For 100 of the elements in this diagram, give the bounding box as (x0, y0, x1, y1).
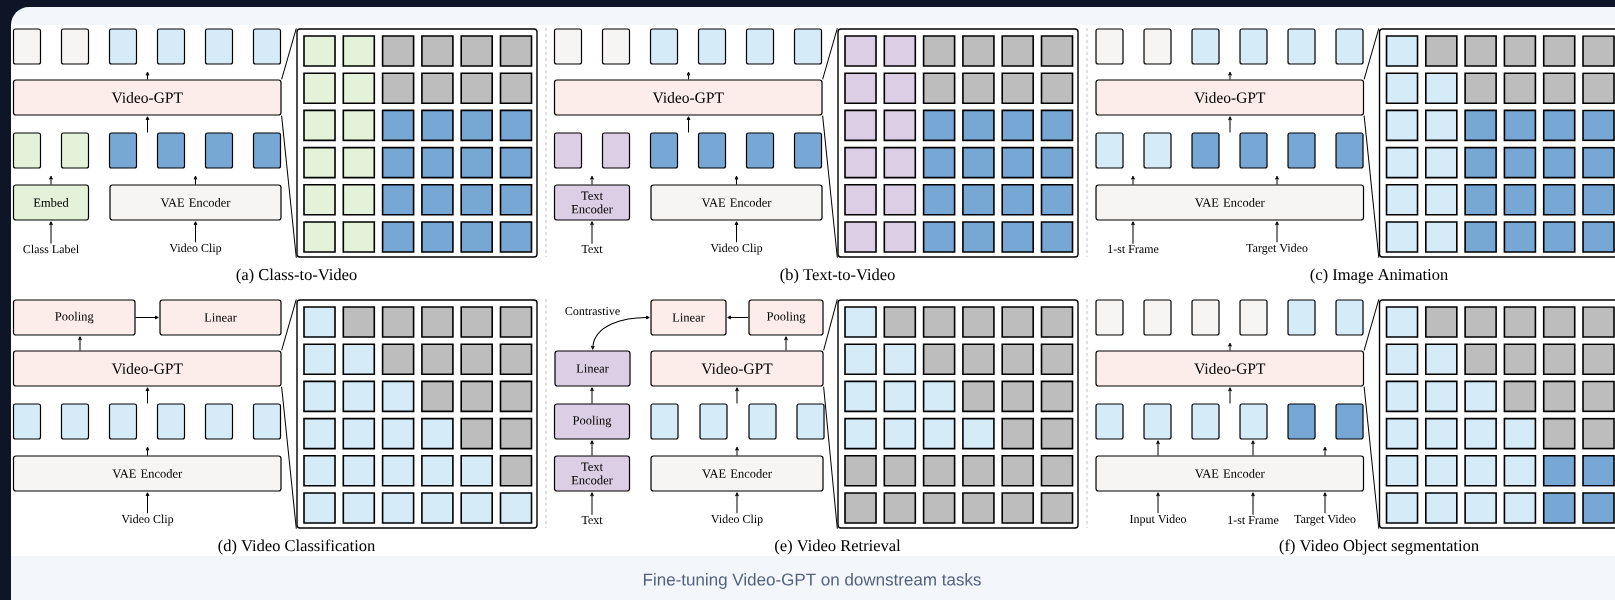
arrow (1131, 221, 1135, 245)
token-block (793, 132, 823, 169)
arrow (1275, 175, 1279, 185)
token-block (553, 28, 583, 65)
input-label: Video Clip (121, 514, 174, 526)
token-block (156, 28, 186, 65)
attention-mask-drawing (837, 28, 1079, 258)
zoom-line (1363, 115, 1380, 259)
arrow (734, 175, 739, 185)
arrow (590, 440, 594, 456)
encoder-box: VAE Encoder (12, 455, 282, 492)
attention-mask-drawing (1378, 299, 1615, 529)
token-block (204, 403, 234, 440)
arrow (590, 221, 594, 245)
arrow (1228, 387, 1232, 404)
token-block (601, 132, 631, 169)
token-block (1239, 403, 1268, 440)
model-box: Video-GPT (1095, 350, 1365, 387)
arrow (735, 387, 739, 404)
edge-label: Contrastive (563, 305, 622, 317)
arrow (590, 492, 594, 516)
token-block (12, 132, 42, 169)
process-box: Text Encoder (553, 184, 631, 221)
token-block (60, 403, 90, 440)
token-block (1287, 403, 1316, 440)
token-block (601, 28, 631, 65)
token-block (1287, 28, 1316, 65)
input-label: Target Video (1294, 514, 1356, 526)
arrow (49, 221, 53, 245)
arrow (1228, 71, 1232, 80)
token-block (697, 132, 727, 169)
arrow (590, 387, 594, 404)
token-block (12, 403, 42, 440)
arrow (1156, 440, 1160, 456)
process-box: Pooling (748, 299, 824, 336)
token-block (553, 132, 583, 169)
arrow (145, 387, 150, 404)
process-box: Linear (159, 299, 282, 336)
token-block (1095, 132, 1124, 169)
token-block (252, 28, 282, 65)
input-label: Target Video (1246, 243, 1308, 255)
attention-mask-drawing (296, 299, 538, 529)
arrow (1131, 175, 1135, 185)
arrow (145, 492, 150, 514)
token-block (156, 403, 186, 440)
arrow (49, 175, 53, 185)
arrow (735, 446, 739, 456)
panel-caption: (f) Video Object segmentation (1279, 539, 1479, 555)
token-block (1287, 132, 1316, 169)
process-box: Text Encoder (553, 455, 631, 492)
arrow (1251, 440, 1255, 456)
panel-caption: (d) Video Classification (218, 539, 376, 555)
token-block (699, 403, 728, 440)
token-block (745, 132, 775, 169)
token-block (1191, 299, 1220, 336)
arrow (1156, 492, 1160, 514)
input-label: Video Clip (169, 243, 222, 255)
arrow (735, 492, 739, 514)
token-block (1287, 299, 1316, 336)
zoom-line (1363, 27, 1380, 80)
token-block (796, 403, 825, 440)
encoder-box: VAE Encoder (109, 184, 282, 221)
arrow (145, 71, 150, 80)
input-label: Text (581, 245, 603, 253)
token-block (748, 403, 777, 440)
arrow (784, 336, 788, 351)
token-block (1239, 132, 1268, 169)
input-label: 1-st Frame (1108, 245, 1159, 253)
token-block (252, 403, 282, 440)
token-block (1191, 132, 1220, 169)
process-box: Pooling (12, 299, 136, 336)
arrow (1275, 221, 1279, 243)
attention-mask-drawing (1378, 28, 1615, 258)
arrow (686, 116, 691, 133)
token-block (1239, 299, 1268, 336)
arrow (193, 221, 198, 243)
zoom-line (822, 27, 838, 80)
zoom-line (281, 115, 297, 259)
attention-mask-drawing (837, 299, 1079, 529)
arrow (1323, 492, 1327, 514)
token-block (1335, 299, 1364, 336)
attention-mask-drawing (296, 28, 538, 258)
model-box: Video-GPT (12, 79, 282, 116)
token-block (745, 28, 775, 65)
process-box: Pooling (553, 403, 631, 440)
arrow (145, 446, 150, 456)
zoom-line (281, 386, 297, 530)
token-block (1191, 28, 1220, 65)
panel-caption: (e) Video Retrieval (775, 539, 901, 555)
token-block (1191, 403, 1220, 440)
token-block (650, 403, 679, 440)
arrow (1228, 116, 1232, 133)
token-block (1335, 132, 1364, 169)
token-block (204, 132, 234, 169)
token-block (1095, 403, 1124, 440)
token-block (12, 28, 42, 65)
zoom-line (1363, 298, 1380, 351)
figure-caption: Fine-tuning Video-GPT on downstream tasks (643, 573, 981, 589)
panel-caption: (b) Text-to-Video (780, 268, 895, 284)
token-block (1143, 299, 1172, 336)
